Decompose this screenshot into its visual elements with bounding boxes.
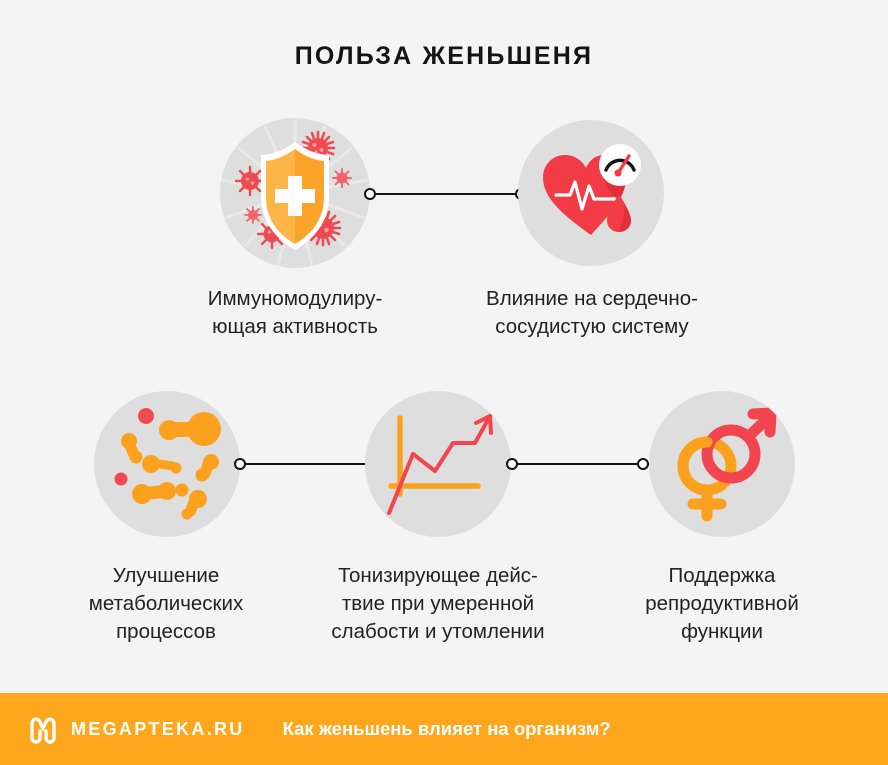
footer-tagline: Как женьшень влияет на организм? (282, 718, 611, 739)
connector-line (246, 463, 365, 465)
molecules-icon (94, 391, 240, 537)
connector-dot-left (234, 458, 246, 470)
connector-immunity-cardiovascular (364, 186, 527, 202)
connector-line (518, 463, 637, 465)
connector-metabolism-tonic (234, 456, 377, 472)
megapteka-m-logo-icon (28, 714, 58, 744)
connector-line (376, 193, 515, 195)
caption-cardiovascular: Влияние на сердечно- сосудистую систему (486, 287, 698, 338)
caption-reproductive: Поддержка репродуктивной функции (645, 564, 799, 643)
rising-chart-icon (365, 391, 511, 537)
connector-dot-right (637, 458, 649, 470)
heart-pulse-gauge-icon (518, 120, 664, 266)
gender-symbols-icon (649, 391, 795, 537)
page-title: ПОЛЬЗА ЖЕНЬШЕНЯ (294, 42, 594, 70)
caption-immunity: Иммуномодулиру- ющая активность (207, 287, 383, 338)
connector-tonic-reproductive (506, 456, 649, 472)
footer-brand-label: MEGAPTEKA.RU (71, 718, 245, 739)
connector-dot-left (506, 458, 518, 470)
connector-dot-left (364, 188, 376, 200)
caption-tonic: Тонизирующее дейс- твие при умеренной сл… (331, 564, 545, 643)
footer-bar: MEGAPTEKA.RU Как женьшень влияет на орга… (0, 693, 888, 765)
shield-virus-icon (220, 118, 370, 268)
caption-metabolism: Улучшение метаболических процессов (88, 564, 244, 643)
